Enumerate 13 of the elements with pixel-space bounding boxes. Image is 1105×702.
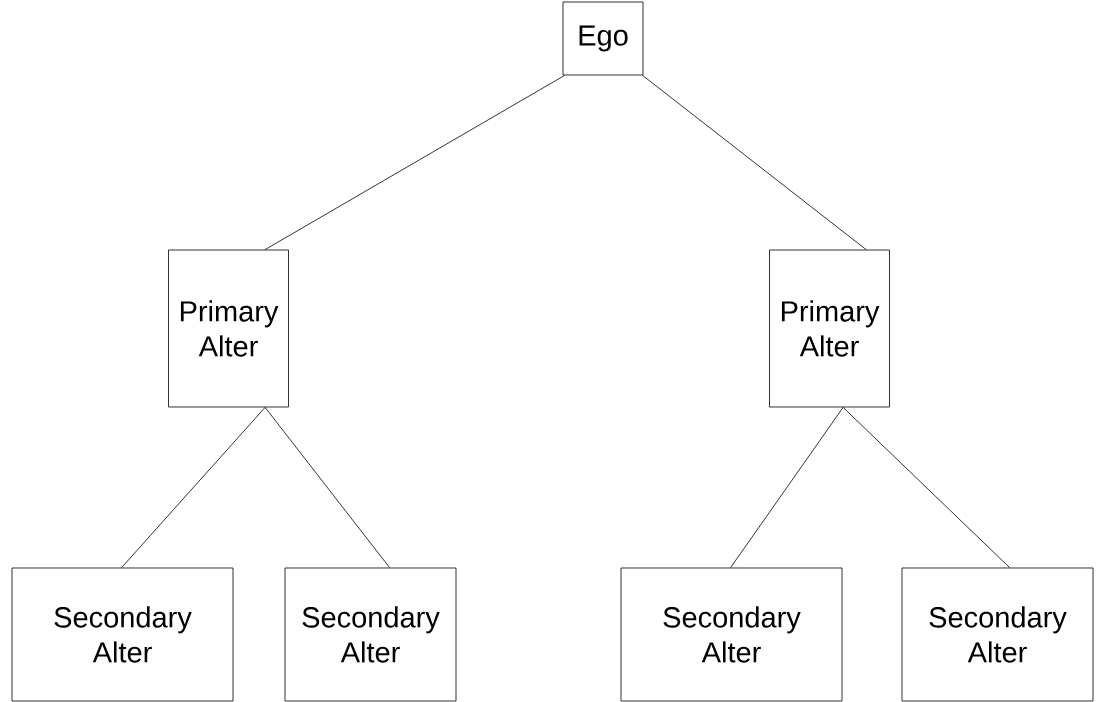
box: Secondary Alter: [901, 567, 1094, 702]
box: Primary Alter: [168, 249, 289, 408]
box: Secondary Alter: [11, 567, 234, 702]
box: Secondary Alter: [620, 567, 843, 702]
connector-line: [730, 407, 844, 568]
connector-line: [264, 75, 565, 250]
box: Secondary Alter: [284, 567, 457, 702]
connector-line: [842, 407, 1010, 568]
connector-line: [642, 75, 867, 250]
box: Primary Alter: [769, 249, 890, 408]
connector-line: [264, 407, 390, 568]
box: Ego: [562, 1, 644, 76]
connector-line: [121, 407, 266, 568]
